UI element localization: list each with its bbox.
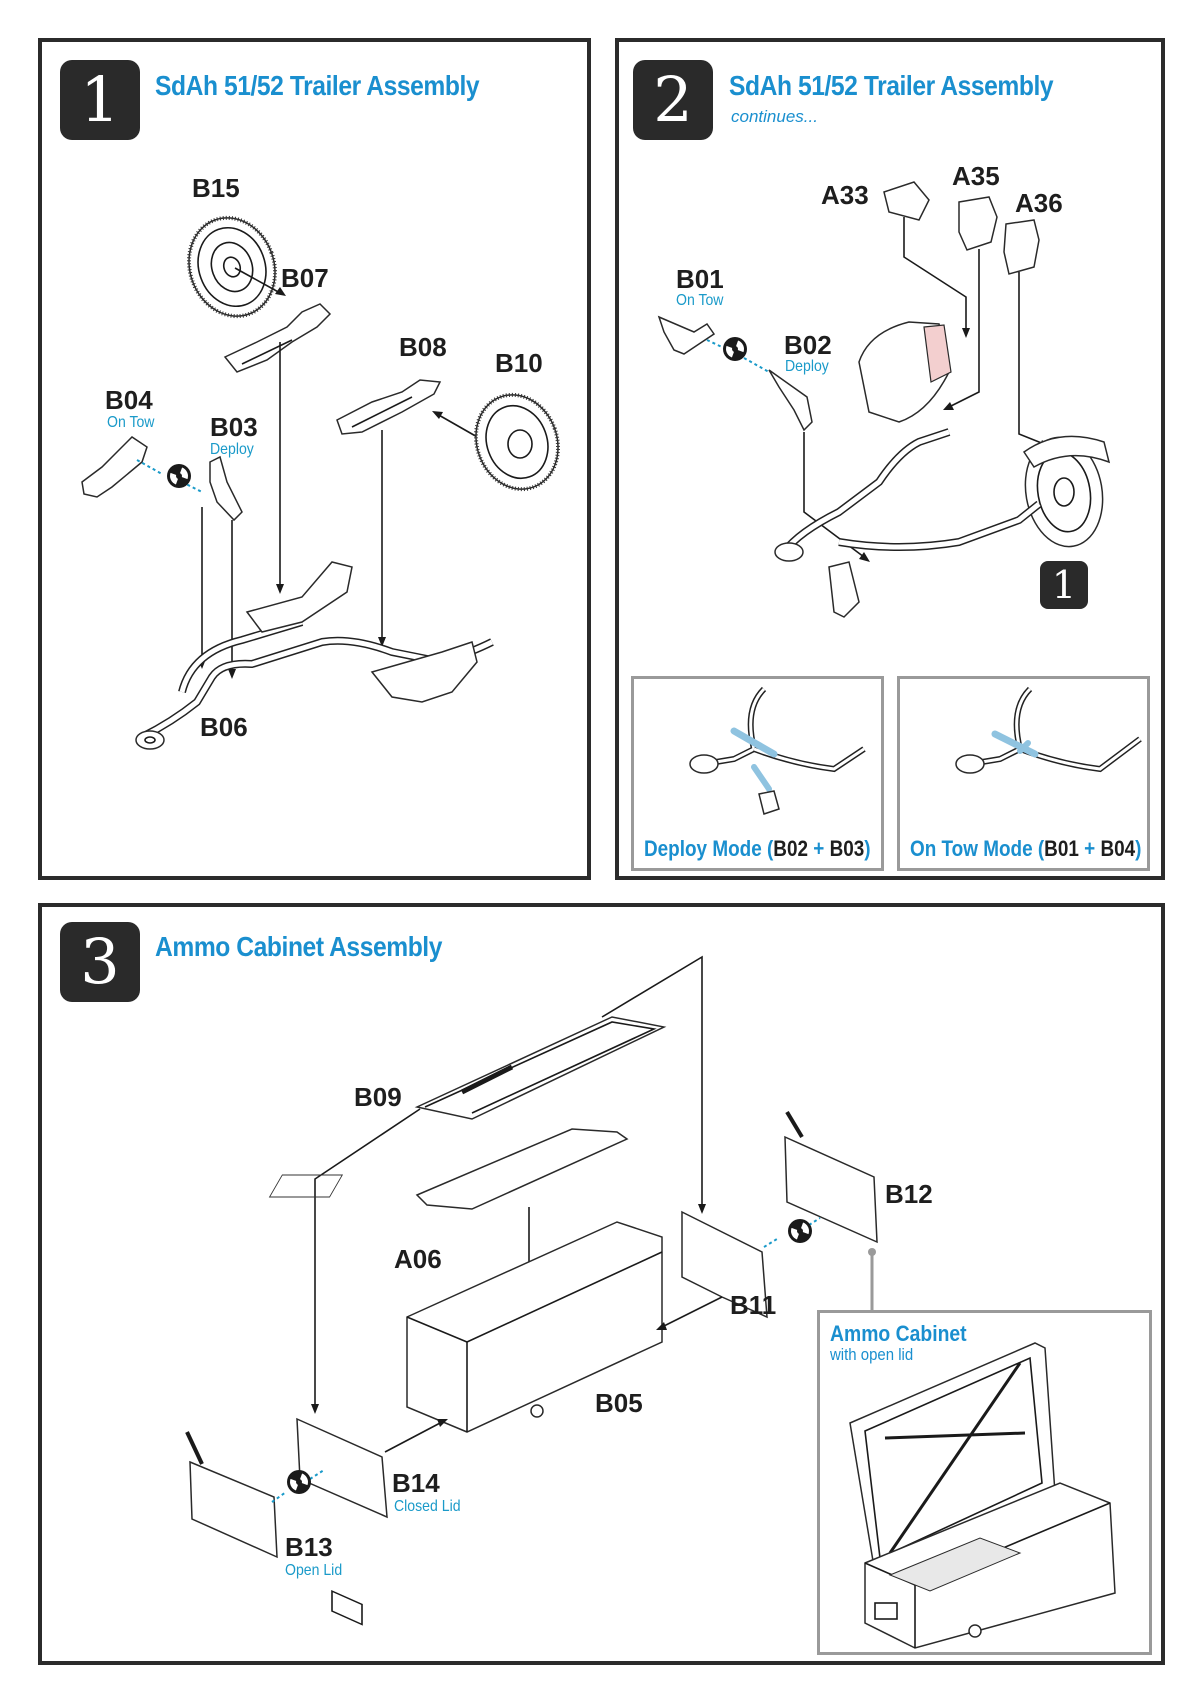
plus-sign: + <box>1078 836 1101 861</box>
on-tow-mode-caption: On Tow Mode (B01 + B04) <box>910 836 1141 862</box>
part-label-b01: B01 <box>676 264 724 294</box>
option-icon <box>287 1470 311 1494</box>
part-label-a33: A33 <box>821 180 869 210</box>
step-1-diagram <box>81 215 561 750</box>
part-label-b15: B15 <box>192 173 240 203</box>
paren-open: ( <box>761 836 774 861</box>
step-3-badge: 3 <box>60 922 140 1002</box>
paren-close: ) <box>1135 836 1142 861</box>
mode-part-2: B04 <box>1100 836 1136 861</box>
bracket-a36-illustration <box>1003 219 1040 275</box>
part-label-a36: A36 <box>1015 188 1063 218</box>
deploy-arm-b02-illustration <box>768 369 813 432</box>
ammo-tray-cells <box>268 1174 344 1198</box>
deploy-mode-caption: Deploy Mode (B02 + B03) <box>644 836 871 862</box>
part-label-b04: B04 <box>105 385 153 415</box>
option-glyph <box>168 465 190 487</box>
ammo-tray-a06-illustration <box>415 1128 629 1210</box>
part-label-b12: B12 <box>885 1179 933 1209</box>
inset-title: Ammo Cabinet <box>830 1321 967 1346</box>
part-note-b14: Closed Lid <box>394 1498 461 1515</box>
step-2-panel: 2 SdAh 51/52 Trailer Assembly continues.… <box>615 38 1165 880</box>
deploy-mode-box: Deploy Mode (B02 + B03) <box>631 676 884 871</box>
mode-label: Deploy Mode <box>644 836 762 861</box>
part-note-b02: Deploy <box>785 358 829 375</box>
plus-sign: + <box>808 836 830 861</box>
part-label-b09: B09 <box>354 1082 402 1112</box>
part-label-b07: B07 <box>281 263 329 293</box>
option-glyph <box>789 1220 811 1242</box>
mode-part-1: B01 <box>1044 836 1079 861</box>
step-1-panel: 1 SdAh 51/52 Trailer Assembly <box>38 38 591 880</box>
part-label-b14: B14 <box>392 1468 440 1498</box>
spring-b07-illustration <box>223 303 332 373</box>
option-glyph <box>724 338 746 360</box>
part-note-b03: Deploy <box>210 441 254 458</box>
fender-plate-a33-illustration <box>883 181 930 221</box>
wheel-b10-illustration <box>473 392 561 492</box>
deploy-leg-b03-illustration <box>209 455 243 522</box>
option-icon <box>167 464 191 488</box>
inset-subtitle: with open lid <box>830 1345 914 1364</box>
cabinet-body-b05-illustration <box>406 1221 663 1433</box>
step-2-diagram <box>657 181 1111 618</box>
open-cabinet-illustration <box>849 1342 1116 1649</box>
part-label-b13: B13 <box>285 1532 333 1562</box>
ammo-cabinet-inset: Ammo Cabinet with open lid <box>817 1310 1152 1655</box>
step-3-title: Ammo Cabinet Assembly <box>155 931 442 962</box>
wheel-b15-illustration <box>186 215 278 319</box>
part-label-a35: A35 <box>952 161 1000 191</box>
step-2-subtitle: continues... <box>731 107 818 126</box>
tow-arm-b01-illustration <box>657 315 716 355</box>
part-label-a06: A06 <box>394 1244 442 1274</box>
tow-bracket-b04-illustration <box>81 436 148 498</box>
option-dash-line <box>136 459 163 475</box>
paren-open: ( <box>1032 836 1045 861</box>
lid-b09-illustration <box>414 1016 667 1120</box>
on-tow-mode-box: On Tow Mode (B01 + B04) <box>897 676 1150 871</box>
mode-part-2: B03 <box>829 836 865 861</box>
side-panel-b11-illustration <box>681 1210 768 1319</box>
on-tow-mode-illustration <box>955 686 1142 774</box>
part-note-b13: Open Lid <box>285 1562 343 1579</box>
trailer-assembly-illustration <box>774 321 1111 618</box>
chassis-b06-illustration <box>135 561 494 750</box>
part-note-b04: On Tow <box>107 414 155 431</box>
step-2-title: SdAh 51/52 Trailer Assembly <box>729 70 1054 101</box>
spring-b08-illustration <box>336 379 442 435</box>
part-label-b03: B03 <box>210 412 258 442</box>
mode-label: On Tow Mode <box>910 836 1033 861</box>
part-label-b06: B06 <box>200 712 248 742</box>
step-1-badge: 1 <box>60 60 140 140</box>
reference-step-badge: 1 <box>1040 561 1088 609</box>
deploy-mode-illustration <box>689 686 866 815</box>
step-2-badge: 2 <box>633 60 713 140</box>
part-label-b10: B10 <box>495 348 543 378</box>
side-panel-b12-illustration <box>784 1135 878 1244</box>
option-glyph <box>288 1471 310 1493</box>
part-label-b11: B11 <box>730 1290 777 1320</box>
part-label-b08: B08 <box>399 332 447 362</box>
mode-part-1: B02 <box>773 836 809 861</box>
part-label-b02: B02 <box>784 330 832 360</box>
option-icon <box>788 1219 812 1243</box>
option-icon <box>723 337 747 361</box>
paren-close: ) <box>864 836 871 861</box>
part-label-b05: B05 <box>595 1388 643 1418</box>
step-1-title: SdAh 51/52 Trailer Assembly <box>155 70 480 101</box>
bracket-a35-illustration <box>958 196 998 251</box>
step-3-diagram <box>185 955 878 1626</box>
step-3-panel: 3 Ammo Cabinet Assembly <box>38 903 1165 1665</box>
part-note-b01: On Tow <box>676 292 724 309</box>
end-panel-b14-illustration <box>296 1417 388 1519</box>
end-panel-b13-illustration <box>189 1460 278 1559</box>
